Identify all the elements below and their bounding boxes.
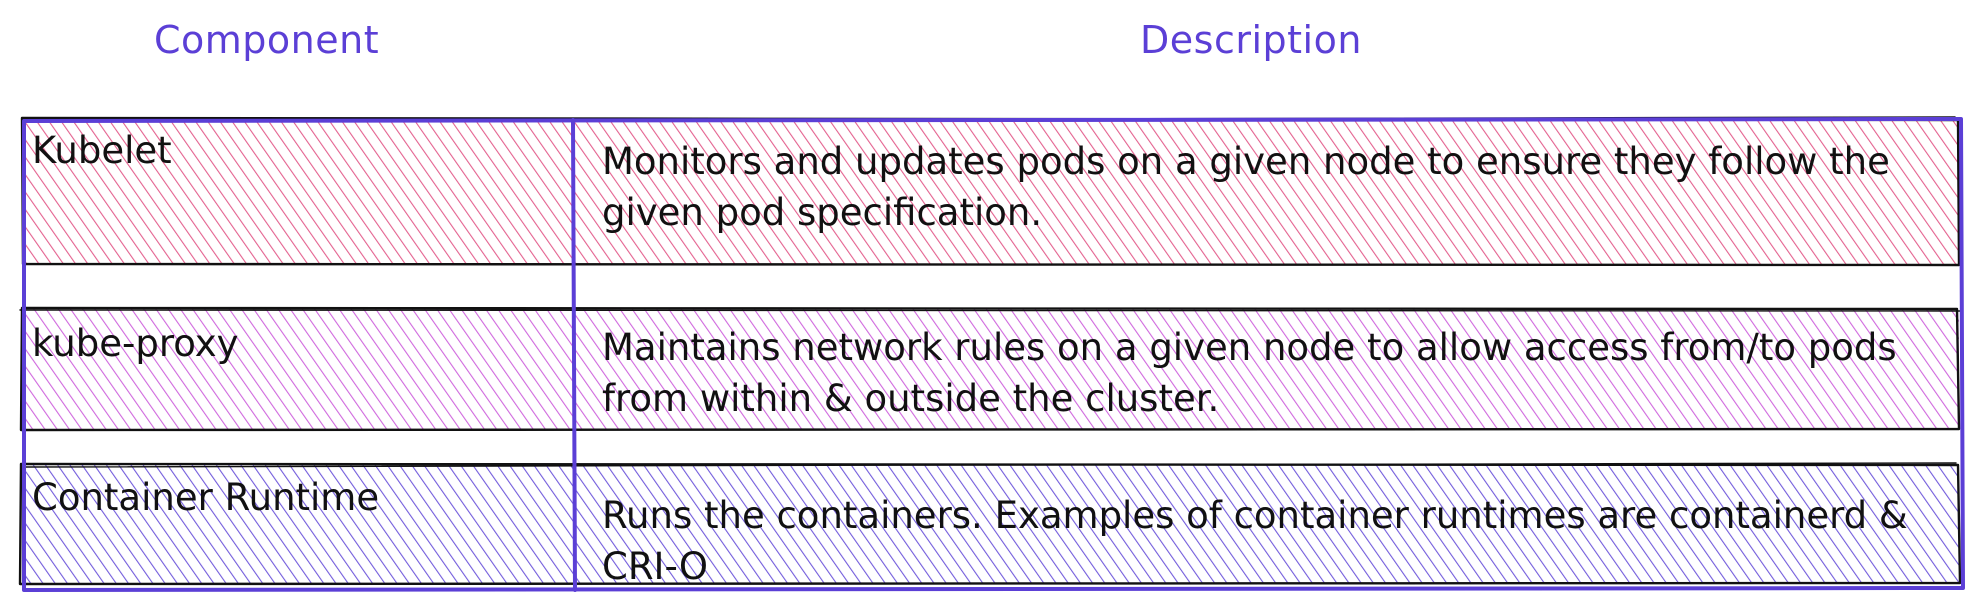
cell-description-container-runtime: Runs the containers. Examples of contain… <box>602 494 1908 588</box>
column-header-component: Component <box>154 18 380 62</box>
column-divider <box>571 118 577 592</box>
cell-component-kube-proxy: kube-proxy <box>32 322 239 365</box>
row-kubelet-fill <box>22 119 1959 265</box>
row-kube-proxy-border <box>19 306 1961 432</box>
cell-description-kube-proxy: Maintains network rules on a given node … <box>602 326 1897 420</box>
cell-component-container-runtime: Container Runtime <box>32 476 380 519</box>
column-header-description: Description <box>1140 18 1362 62</box>
cell-description-kubelet: Monitors and updates pods on a given nod… <box>602 140 1890 234</box>
cell-component-kubelet: Kubelet <box>32 129 172 172</box>
table-frame <box>22 117 1965 592</box>
row-container-runtime-fill <box>22 465 1959 583</box>
row-kube-proxy-fill <box>22 309 1959 429</box>
